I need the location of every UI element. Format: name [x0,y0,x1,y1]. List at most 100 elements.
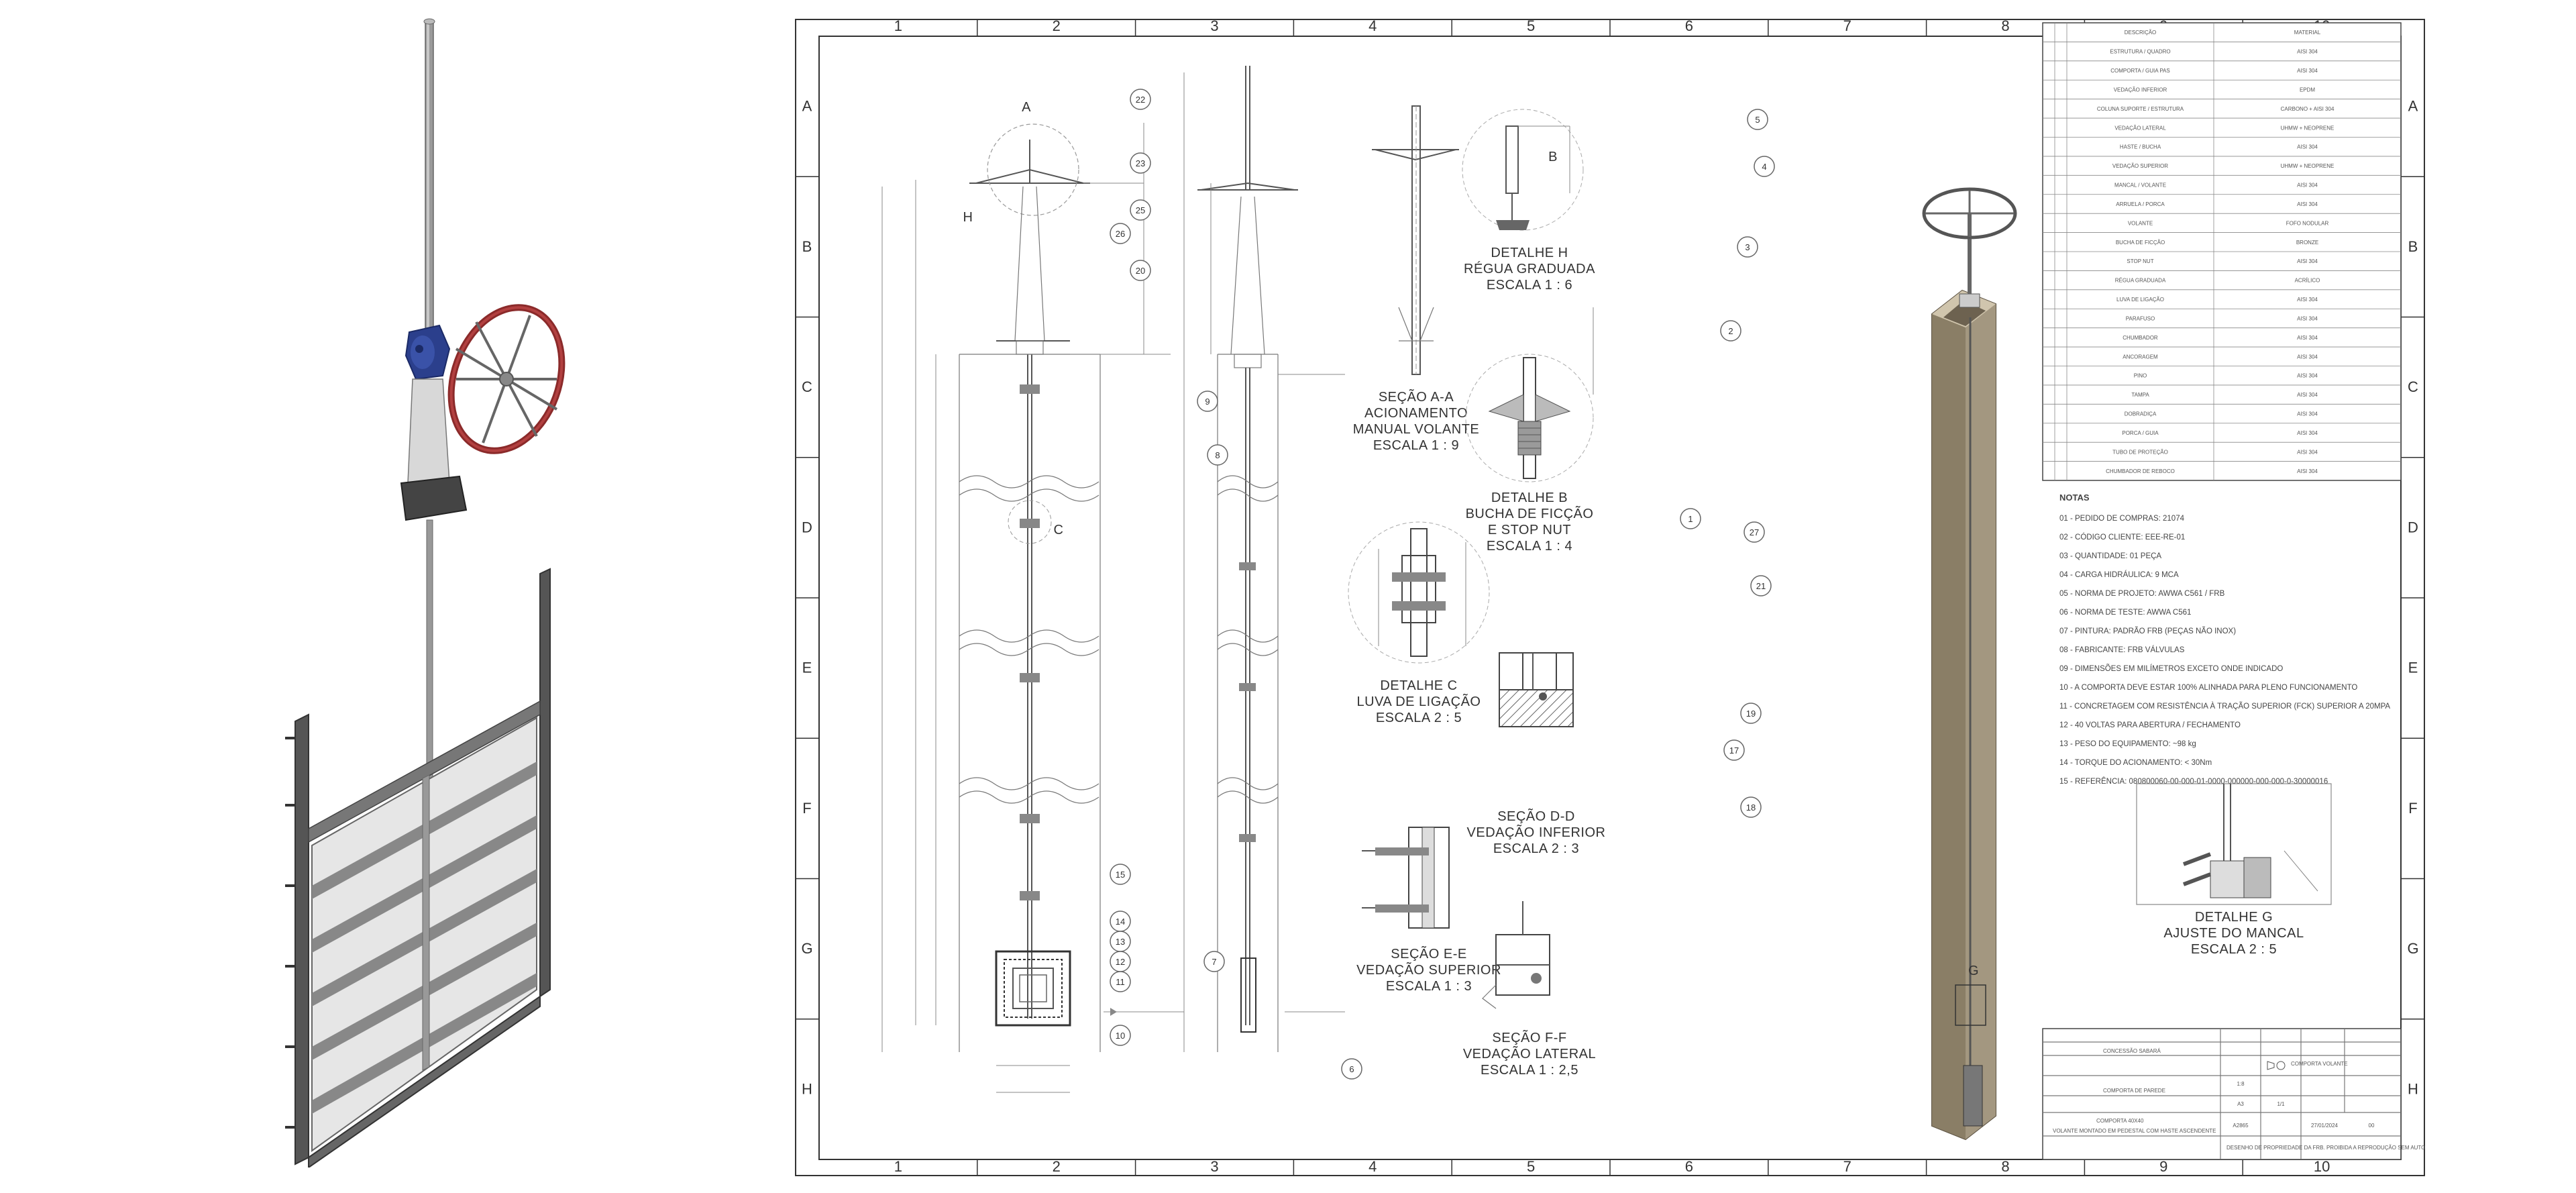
gate-leaf [311,717,537,1152]
tb-drawing-no: A2865 [2233,1123,2249,1129]
zone-row-label: A [2408,98,2418,115]
bom-cell: FOFO NODULAR [2286,220,2329,226]
view-caption-line: DETALHE G [2195,910,2273,925]
bom-cell: AISI 304 [2297,49,2318,55]
bom-cell: MANCAL / VOLANTE [2114,183,2166,189]
bom-cell: MATERIAL [2294,30,2321,36]
view-caption-line: VEDAÇÃO SUPERIOR [1356,962,1501,978]
balloon-label: 7 [1212,957,1216,967]
view-caption-line: AJUSTE DO MANCAL [2163,926,2304,941]
bom-cell: AISI 304 [2297,449,2318,455]
balloon-label: 13 [1116,937,1125,947]
gate-stem [423,18,435,356]
title-block: CONCESSÃO SABARÁ COMPORTA DE PAREDE COMP… [2042,1028,2425,1160]
balloon-label: 26 [1116,229,1125,239]
zone-col-label: 10 [2314,1158,2330,1175]
tb-description: COMPORTA 40X40 [2096,1118,2144,1124]
view-caption-line: E STOP NUT [1488,523,1571,537]
isometric-gate-view [285,18,566,1168]
note-item: 14 - TORQUE DO ACIONAMENTO: < 30Nm [2059,759,2212,767]
note-item: 15 - REFERÊNCIA: 080800060-00-000-01-000… [2059,777,2328,786]
tb-project: COMPORTA VOLANTE [2291,1061,2348,1067]
balloon: 27 [1743,521,1765,543]
balloon-label: 22 [1136,95,1145,105]
zone-col-label: 3 [1210,19,1218,34]
balloon: 12 [1110,951,1131,972]
note-item: 01 - PEDIDO DE COMPRAS: 21074 [2059,515,2185,523]
view-caption-line: VEDAÇÃO LATERAL [1463,1045,1596,1061]
zone-row-label: F [2408,800,2417,817]
note-item: 09 - DIMENSÕES EM MILÍMETROS EXCETO ONDE… [2059,664,2283,673]
view-letter-b: B [1548,150,1558,164]
bom-cell: BUCHA DE FICÇÃO [2116,240,2165,246]
view-caption-line: DETALHE B [1491,490,1568,505]
view-letter-h: H [963,210,973,225]
balloon-label: 20 [1136,266,1145,276]
bom-cell: VEDAÇÃO SUPERIOR [2112,163,2168,169]
bom-cell: STOP NUT [2127,258,2153,264]
tb-legal: DESENHO DE PROPRIEDADE DA FRB. PROIBIDA … [2226,1145,2425,1151]
bom-cell: HASTE / BUCHA [2120,144,2161,150]
view-caption-line: ACIONAMENTO [1364,406,1468,421]
bom-cell: ARRUELA / PORCA [2116,201,2165,207]
bom-cell: AISI 304 [2297,354,2318,360]
balloon-label: 10 [1116,1031,1125,1041]
zone-col-label: 3 [1210,1158,1218,1175]
view-caption-line: MANUAL VOLANTE [1353,422,1480,437]
zone-col-label: 4 [1368,19,1377,34]
zone-row-label: D [802,519,812,535]
zone-col-label: 6 [1685,1158,1693,1175]
view-caption-line: ESCALA 2 : 5 [1376,711,1462,725]
zone-row-label: B [2408,238,2418,255]
zone-row-label: A [802,98,812,115]
bom-cell: EPDM [2300,87,2315,93]
bom-cell: PARAFUSO [2126,315,2155,321]
balloon: 1 [1680,508,1701,529]
zone-col-label: 2 [1053,19,1061,34]
tb-client: CONCESSÃO SABARÁ [2103,1048,2161,1054]
zone-row-label: C [2408,378,2418,395]
tb-description2: VOLANTE MONTADO EM PEDESTAL COM HASTE AS… [2053,1128,2216,1134]
bom-cell: ACRÍLICO [2295,278,2320,284]
view-caption-line: SEÇÃO E-E [1391,945,1466,962]
view-caption-line: ESCALA 1 : 3 [1386,979,1472,994]
zone-row-label: E [2408,660,2418,676]
bom-cell: RÉGUA GRADUADA [2115,278,2166,284]
bom-cell: CHUMBADOR [2123,335,2158,341]
balloon: 4 [1754,156,1775,177]
zone-col-label: 9 [2159,1158,2167,1175]
bom-cell: AISI 304 [2297,258,2318,264]
view-caption-line: SEÇÃO A-A [1379,388,1454,405]
view-caption-line: SEÇÃO D-D [1497,808,1575,824]
balloon-label: 27 [1750,527,1759,537]
zone-col-label: 1 [894,1158,902,1175]
bom-cell: LUVA DE LIGAÇÃO [2116,297,2164,303]
zone-row-label: F [802,800,811,817]
bom-cell: AISI 304 [2297,68,2318,74]
balloon: 21 [1750,575,1772,596]
balloon-label: 15 [1116,870,1125,880]
zone-row-label: G [801,940,812,957]
balloon-label: 23 [1136,158,1145,168]
bom-cell: AISI 304 [2297,315,2318,321]
zone-col-label: 1 [894,19,902,34]
balloon-label: 12 [1116,957,1125,967]
gearbox-housing [405,324,451,380]
view-caption-line: ESCALA 2 : 5 [2191,942,2277,957]
note-item: 11 - CONCRETAGEM COM RESISTÊNCIA À TRAÇÃ… [2059,702,2390,711]
balloon: 19 [1740,703,1762,724]
balloon: 5 [1747,109,1768,130]
bom-cell: AISI 304 [2297,411,2318,417]
zone-col-label: 6 [1685,19,1693,34]
bom-cell: CARBONO + AISI 304 [2281,106,2334,112]
anchor-bolts [285,737,295,1129]
balloon-label: 2 [1728,326,1733,336]
bom-cell: PORCA / GUIA [2122,430,2159,436]
